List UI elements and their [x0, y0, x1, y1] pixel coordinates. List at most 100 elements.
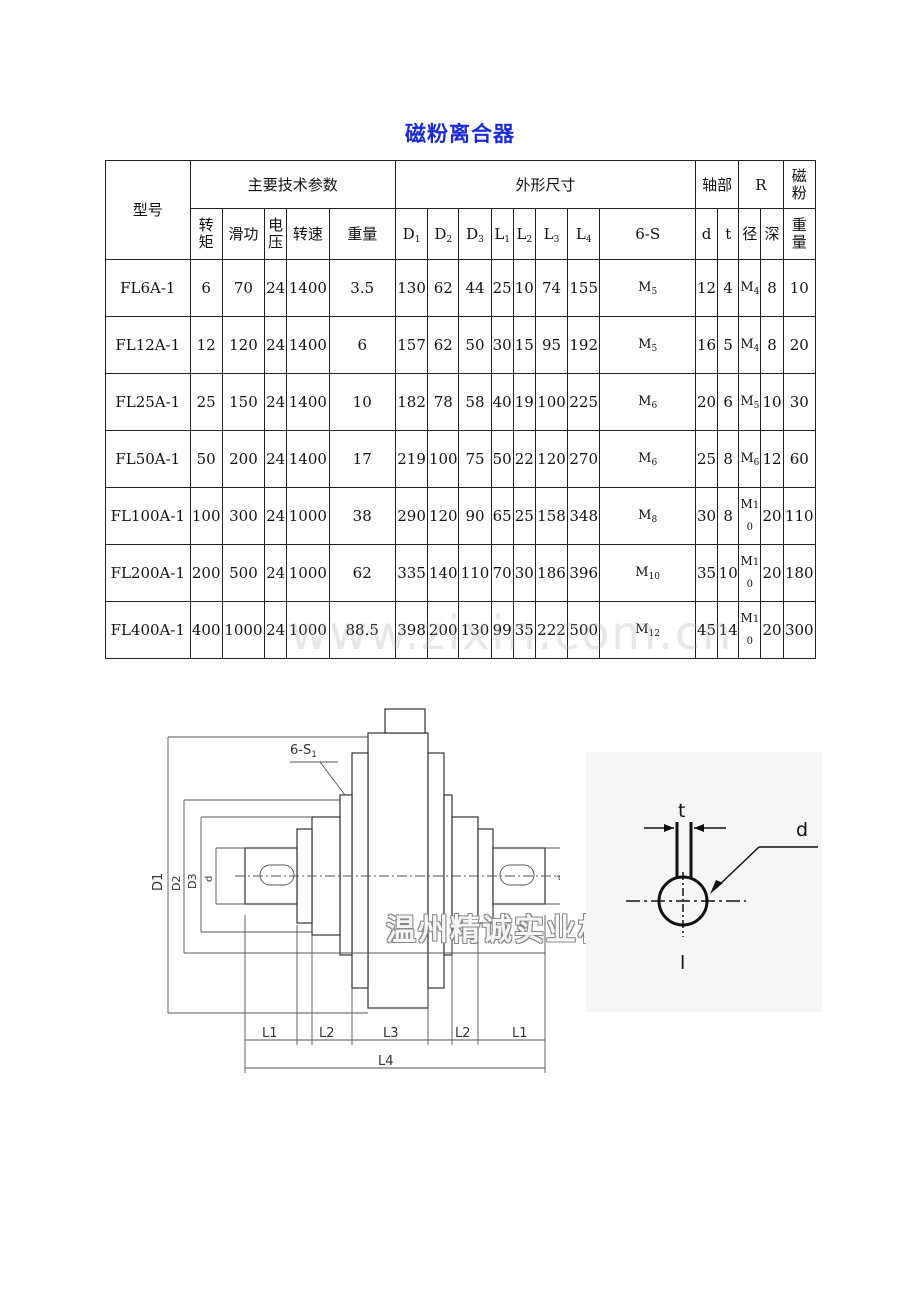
terminal-block — [384, 708, 426, 734]
cell-r-dia: M10 — [738, 487, 762, 545]
header-r-depth: 深 — [760, 208, 784, 260]
cell-shaft-d: 12 — [694, 259, 719, 317]
cell-d1: 290 — [394, 487, 429, 545]
keyway-label-d: d — [796, 819, 808, 841]
cell-r-depth: 20 — [760, 544, 784, 602]
cell-model: FL200A-1 — [105, 544, 191, 602]
header-shaft: 轴部 — [694, 160, 740, 209]
cell-l2: 22 — [512, 430, 536, 488]
cell-shaft-t: 6 — [717, 373, 740, 431]
cell-d3: 90 — [458, 487, 492, 545]
cell-l3: 100 — [534, 373, 569, 431]
header-6s: 6-S — [599, 208, 696, 260]
cell-shaft-t: 10 — [717, 544, 740, 602]
cell-slip: 300 — [221, 487, 266, 545]
cell-l4: 155 — [567, 259, 601, 317]
cell-r-depth: 10 — [760, 373, 784, 431]
header-model: 型号 — [105, 160, 191, 260]
cell-r-depth: 20 — [760, 487, 784, 545]
cell-voltage: 24 — [264, 259, 288, 317]
label-L4: L4 — [378, 1054, 394, 1069]
header-weight: 重量 — [328, 208, 396, 260]
cell-l2: 25 — [512, 487, 536, 545]
cell-6s: M6 — [599, 373, 696, 431]
clutch-drawing: 6-S1 D1 D2 D3 d d L1 L2 L3 L2 L1 L4 — [151, 708, 560, 1073]
label-6-s1: 6-S1 — [290, 743, 317, 760]
cell-shaft-d: 35 — [694, 544, 719, 602]
cell-weight: 88.5 — [328, 601, 396, 659]
cell-voltage: 24 — [264, 430, 288, 488]
cell-l2: 30 — [512, 544, 536, 602]
header-D3: D3 — [458, 208, 492, 260]
cell-speed: 1000 — [286, 487, 330, 545]
cell-l1: 50 — [490, 430, 514, 488]
cell-speed: 1400 — [286, 316, 330, 374]
label-D2: D2 — [170, 876, 183, 891]
cell-voltage: 24 — [264, 316, 288, 374]
cell-l4: 348 — [567, 487, 601, 545]
cell-l4: 225 — [567, 373, 601, 431]
cell-d2: 100 — [427, 430, 460, 488]
cell-weight: 38 — [328, 487, 396, 545]
cell-voltage: 24 — [264, 544, 288, 602]
left-keyway — [259, 864, 295, 886]
cell-torque: 100 — [189, 487, 223, 545]
cell-voltage: 24 — [264, 601, 288, 659]
cell-d3: 75 — [458, 430, 492, 488]
cell-voltage: 24 — [264, 487, 288, 545]
cell-torque: 6 — [189, 259, 223, 317]
header-L3: L3 — [534, 208, 569, 260]
cell-l3: 95 — [534, 316, 569, 374]
cell-speed: 1400 — [286, 430, 330, 488]
label-D1: D1 — [151, 873, 166, 891]
cell-d3: 110 — [458, 544, 492, 602]
cell-slip: 200 — [221, 430, 266, 488]
cell-l2: 15 — [512, 316, 536, 374]
label-d-left: d — [204, 876, 215, 882]
cell-l1: 70 — [490, 544, 514, 602]
cell-torque: 200 — [189, 544, 223, 602]
header-shaft-t: t — [717, 208, 740, 260]
cell-shaft-t: 14 — [717, 601, 740, 659]
header-L4: L4 — [567, 208, 601, 260]
cell-powder-weight: 10 — [782, 259, 817, 317]
cell-l1: 40 — [490, 373, 514, 431]
cell-torque: 50 — [189, 430, 223, 488]
cell-slip: 70 — [221, 259, 266, 317]
header-r: R — [738, 160, 784, 209]
cell-weight: 17 — [328, 430, 396, 488]
cell-r-depth: 20 — [760, 601, 784, 659]
label-L1-right: L1 — [512, 1026, 528, 1041]
label-d-right: d — [556, 875, 560, 881]
cell-d2: 120 — [427, 487, 460, 545]
cell-d2: 200 — [427, 601, 460, 659]
cell-l4: 500 — [567, 601, 601, 659]
cell-6s: M12 — [599, 601, 696, 659]
header-slip-power: 滑功 — [221, 208, 266, 260]
header-voltage: 电压 — [264, 208, 288, 260]
label-D3: D3 — [186, 874, 199, 889]
keyway-detail: t d l — [586, 752, 822, 1012]
label-L3: L3 — [383, 1026, 399, 1041]
cell-l4: 270 — [567, 430, 601, 488]
cell-speed: 1000 — [286, 544, 330, 602]
header-shaft-d: d — [694, 208, 719, 260]
cell-weight: 62 — [328, 544, 396, 602]
cell-6s: M6 — [599, 430, 696, 488]
cell-powder-weight: 20 — [782, 316, 817, 374]
cell-powder-weight: 180 — [782, 544, 817, 602]
header-powder-weight: 重量 — [782, 208, 817, 260]
label-L1-left: L1 — [262, 1026, 278, 1041]
header-main-params: 主要技术参数 — [189, 160, 396, 209]
cell-speed: 1400 — [286, 259, 330, 317]
cell-6s: M8 — [599, 487, 696, 545]
cell-l2: 19 — [512, 373, 536, 431]
cell-l3: 74 — [534, 259, 569, 317]
cell-model: FL100A-1 — [105, 487, 191, 545]
cell-r-depth: 12 — [760, 430, 784, 488]
cell-d1: 182 — [394, 373, 429, 431]
